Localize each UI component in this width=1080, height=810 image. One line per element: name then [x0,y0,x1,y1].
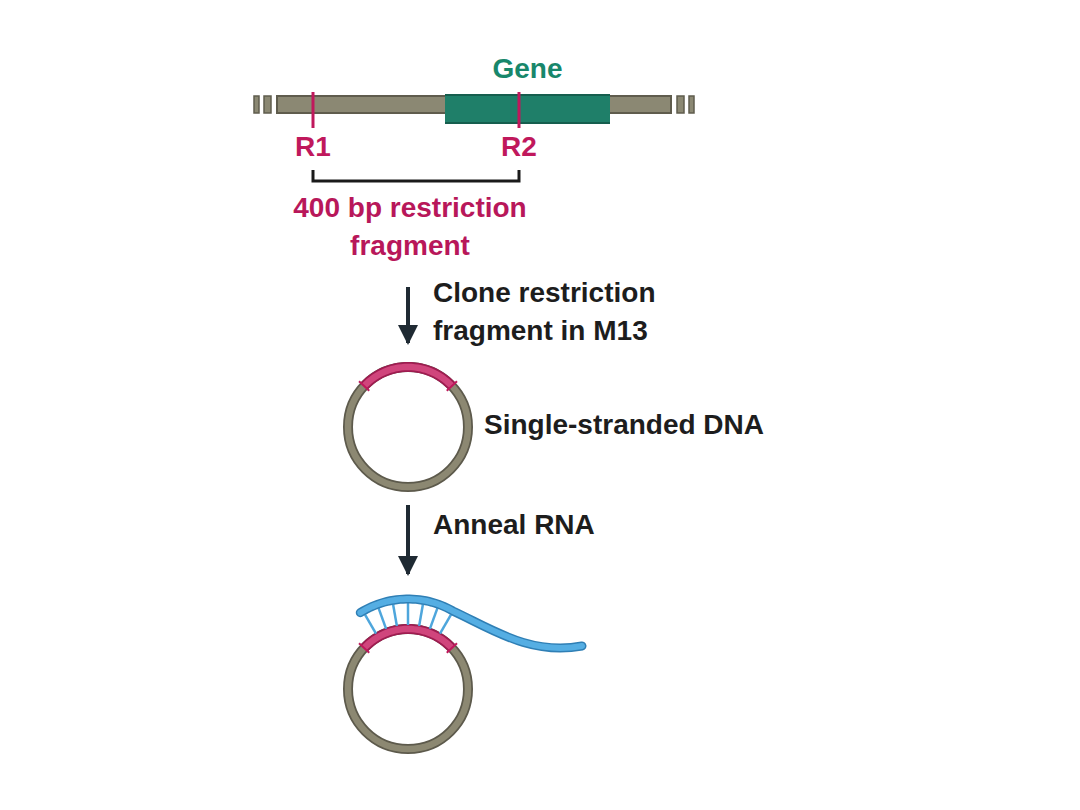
process-arrow [406,287,410,343]
region-label: Gene [445,52,610,86]
base-pair [379,608,387,629]
fragment-label: 400 bp restriction fragment [240,189,580,265]
site-label: R2 [501,128,537,166]
site-label: R1 [295,128,331,166]
process-arrow [406,505,410,574]
fragment-bracket [313,170,519,181]
base-pair [407,603,410,625]
base-pair [419,604,423,626]
base-pair [365,615,376,634]
insert-arc [364,367,452,386]
step-label: Clone restriction fragment in M13 [433,274,733,350]
base-pair [393,604,397,626]
rna-strand [360,599,582,648]
strand-label: Single-stranded DNA [484,406,764,444]
restriction-site-mark [312,92,315,128]
insert-arc [364,629,452,648]
step-label: Anneal RNA [433,506,595,544]
m13-circle [348,599,582,749]
m13-circle [348,367,468,487]
gene-region [445,94,610,124]
base-pair [430,608,438,629]
base-pair [440,615,451,634]
gene-band: Gene [445,52,610,124]
